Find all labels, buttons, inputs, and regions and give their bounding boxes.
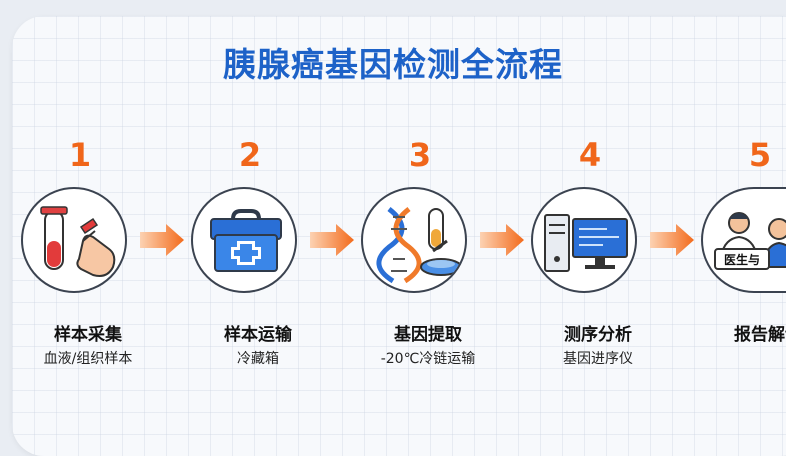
- arrow-right-icon: [140, 222, 186, 262]
- arrow-right-icon: [310, 222, 356, 262]
- step-label: 基因提取: [394, 325, 462, 345]
- step-subtitle: -20℃冷链运输: [380, 351, 476, 367]
- step-label: 测序分析: [564, 325, 632, 345]
- step-number: 4: [578, 136, 602, 174]
- doctor-icon: 医生与: [701, 187, 786, 293]
- step-number: 1: [68, 136, 92, 174]
- step-subtitle: 基因进序仪: [563, 351, 633, 367]
- step-label: 样本采集: [54, 325, 122, 345]
- page-title: 胰腺癌基因检测全流程: [223, 45, 563, 84]
- test-tube-hand-icon: [21, 187, 127, 293]
- dna-tube-icon: [361, 187, 467, 293]
- step-number: 3: [408, 136, 432, 174]
- doctor-badge-text: 医生与: [724, 252, 760, 267]
- step-number: 5: [748, 136, 772, 174]
- arrow-right-icon: [650, 222, 696, 262]
- step-subtitle: 冷藏箱: [237, 351, 279, 367]
- step-label: 报告解读: [734, 325, 786, 345]
- computer-sequencer-icon: [531, 187, 637, 293]
- step-number: 2: [238, 136, 262, 174]
- step-label: 样本运输: [224, 325, 292, 345]
- step-subtitle: 血液/组织样本: [43, 351, 133, 367]
- cooler-box-icon: [191, 187, 297, 293]
- arrow-right-icon: [480, 222, 526, 262]
